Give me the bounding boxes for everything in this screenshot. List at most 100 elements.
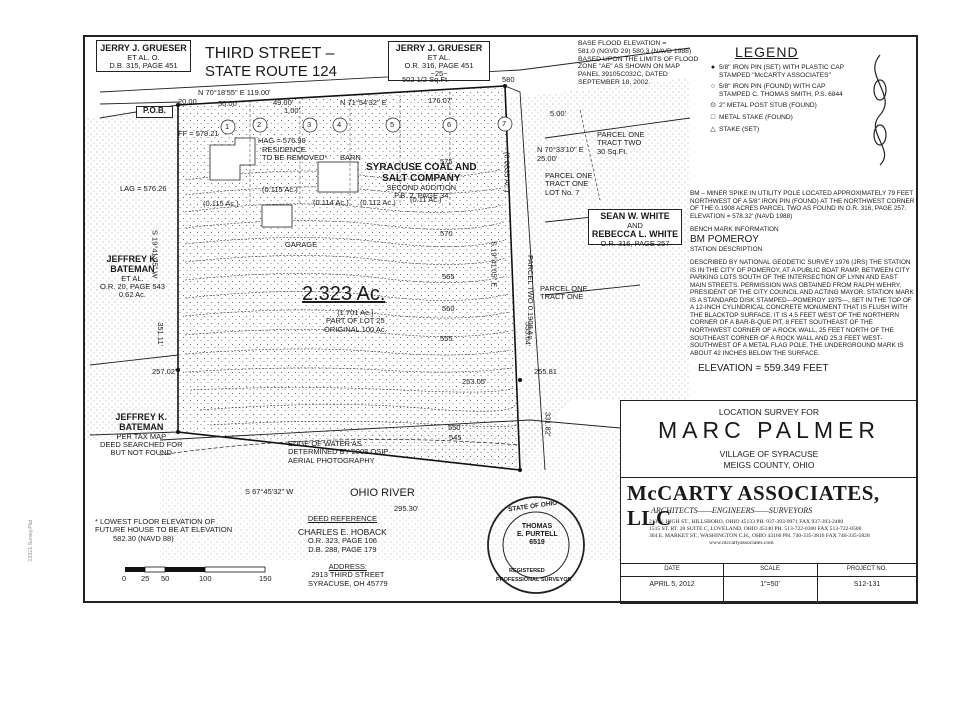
bm-desc-title: STATION DESCRIPTION [690,245,763,253]
floor-l3: 582.30 (NAVD 88) [113,533,174,543]
neighbor-box-tl: JERRY J. GRUESER ET AL. O. D.B. 315, PAG… [96,40,191,72]
footer-divider-1 [723,564,724,603]
neighbor-bateman-1: JEFFREY K. BATEMAN ET AL. O.R. 20, PAGE … [100,254,165,300]
scale-150: 150 [259,574,272,583]
water-l3: AERIAL PHOTOGRAPHY [288,455,375,465]
parcel-subarea: (1.701 Ac.) PART OF LOT 25 ORIGINAL 100 … [324,308,387,334]
company-label: SYRACUSE COAL AND SALT COMPANY SECOND AD… [366,162,477,201]
parcel-area: 2.323 Ac. [302,283,386,305]
stake-set-icon: △ [710,126,716,134]
value-scale: 1"=50' [760,581,780,588]
p1t1-b-l2: TRACT ONE [540,292,584,302]
lot-area-6: (0.0835 Ac.) [502,151,512,193]
bateman1-l2: BATEMAN [110,263,155,274]
company-l2: SALT COMPANY [382,173,461,184]
scale-100: 100 [199,574,212,583]
neighbor-tc-l3: O.R. 316, PAGE 451 [404,61,474,71]
firm-address-2: 1515 ST. RT. 28 SUITE C, LOVELAND, OHIO … [649,525,862,532]
lot-dividers [249,92,451,205]
seal-center: THOMAS E. PURTELL 6519 [517,523,558,547]
bateman2-l3: PER TAX MAP [116,431,167,441]
flood-l4: ZONE "AE" AS SHOWN ON MAP [578,63,680,71]
flood-l5: PANEL 39105C032C, DATED [578,71,668,79]
address-l1: 2913 THIRD STREET [311,570,385,580]
deed-title: DEED REFERENCE [307,514,377,523]
barn-label: BARN [340,153,361,162]
deed-l1: CHARLES E. HOBACK [298,527,387,538]
scale-50: 50 [161,574,170,583]
dist-5: 5.00' [550,109,567,118]
p1t1-l3: LOT No. 7 [545,187,580,197]
neighbor-west-line-2 [89,354,179,366]
bearing-west: S 19°41'05" W [150,229,160,279]
seal-name-1: THOMAS [521,523,553,530]
legend-panel: LEGEND ● 5/8" IRON PIN (SET) WITH PLASTI… [707,38,915,138]
neighbor-box-tc: JERRY J. GRUESER ET AL. O.R. 316, PAGE 4… [388,41,490,81]
bateman1-l4: O.R. 20, PAGE 543 [100,282,165,292]
street-dash: – [325,45,335,62]
scale-0: 0 [122,574,127,583]
metal-stake-icon: □ [710,114,716,122]
neighbor-west-line-3 [89,431,179,436]
adjacent-land-west [85,105,178,440]
seal-number: 6519 [529,539,545,547]
pob-label: P.O.B. [136,106,173,118]
header-date: DATE [664,566,680,572]
flood-note: BASE FLOOD ELEVATION = 581.0 (NGVD 29) 5… [578,40,698,87]
flood-l6: SEPTEMBER 18, 2002. [578,79,651,87]
legend-item-text2: STAMPED "McCARTY ASSOCIATES" [719,71,831,79]
bm-station-description: DESCRIBED BY NATIONAL GEODETIC SURVEY 19… [690,259,914,357]
contour-565: 565 [442,272,455,281]
lot-num-7: 7 [502,119,507,128]
value-project: S12-131 [853,581,881,588]
header-scale: SCALE [760,566,780,572]
river-bank [159,439,521,456]
white-l3: REBECCA L. WHITE [591,229,679,240]
lag-label: LAG = 576.26 [120,184,167,193]
contour-575: 575 [440,157,453,166]
white-l4: O.R. 316, PAGE 257 [600,239,670,249]
parcel-one-tract-two: PARCEL ONE TRACT TWO 30 Sq.Ft. [597,130,645,156]
p1t2-l2: TRACT TWO [597,138,642,148]
adjacent-land-east [510,78,690,470]
contour-lines [184,169,519,427]
p1t1-b-l1: PARCEL ONE [540,284,588,293]
lot-area-3: (0.114 Ac.) [313,198,349,207]
bateman2-l1: JEFFREY K. [115,412,168,422]
dist-20: 20.00 [178,97,197,106]
street-line1: THIRD STREET [205,45,322,62]
lot-num-6: 6 [447,120,452,129]
neighbor-tc-name: JERRY J. GRUESER [395,43,483,53]
firm-disciplines: ARCHITECTS——ENGINEERS——SURVEYORS [651,506,813,515]
legend-item: □ METAL STAKE (FOUND) [707,114,915,122]
street-name: THIRD STREET – [205,45,335,63]
east-line-3 [544,284,641,296]
legend-item-text: 2" METAL POST STUB (FOUND) [719,102,817,110]
bm-elevation: ELEVATION = 578.32' (NAVD 1988) [690,212,793,220]
sheet-border [83,35,918,603]
residence-label: RESIDENCE [262,145,306,154]
residence-remove-label: TO BE REMOVED* [262,153,328,162]
p2-l1: PARCEL TWO [526,255,536,304]
p1t2-l1: PARCEL ONE [597,130,645,139]
dist-50: 50.00' [218,99,239,108]
p1t1-l1: PARCEL ONE [545,171,593,180]
neighbor-tl-l2: ET AL. O. [127,52,160,62]
firm-address-1: 213 N. HIGH ST., HILLSBORO, OHIO 45133 P… [649,519,844,525]
legend-item-text: STAKE (SET) [719,126,760,134]
parcel-boundary [177,85,521,471]
bearing-east: N 70°33'10" E [537,145,584,154]
company-l3: SECOND ADDITION [386,183,457,192]
elev-257: 257.02' [152,367,177,376]
parcel-one-tract-one: PARCEL ONE TRACT ONE LOT No. 7 [545,171,593,197]
village: VILLAGE OF SYRACUSE [719,449,819,459]
bateman2-l5: BUT NOT FOUND [110,448,172,458]
address-title: ADDRESS: [328,562,367,571]
dist-331: 331.82' [543,411,553,437]
corner-pins [176,84,522,472]
lot-area-1: (0.115 Ac.) [203,199,239,208]
bm-name: BM POMEROY [690,233,759,245]
